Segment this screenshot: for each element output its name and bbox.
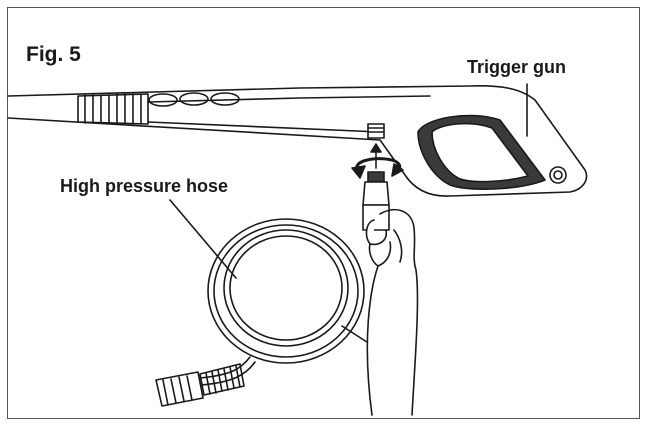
hose-connector: [362, 171, 390, 231]
figure-label: Fig. 5: [26, 43, 81, 66]
trigger-gun-body: [7, 85, 588, 197]
rotate-arrow: [351, 157, 404, 179]
gun-grip: [77, 93, 149, 125]
hose-leader: [169, 199, 237, 279]
high-pressure-hose-label: High pressure hose: [60, 176, 229, 196]
figure-frame: [7, 7, 640, 419]
insert-arrow: [370, 143, 382, 169]
gun-inlet-fitting: [367, 123, 385, 139]
hand: [365, 208, 419, 416]
hose-end-fitting: [155, 363, 245, 407]
hose-coil: [207, 218, 371, 364]
trigger-gun-label: Trigger gun: [467, 57, 566, 77]
